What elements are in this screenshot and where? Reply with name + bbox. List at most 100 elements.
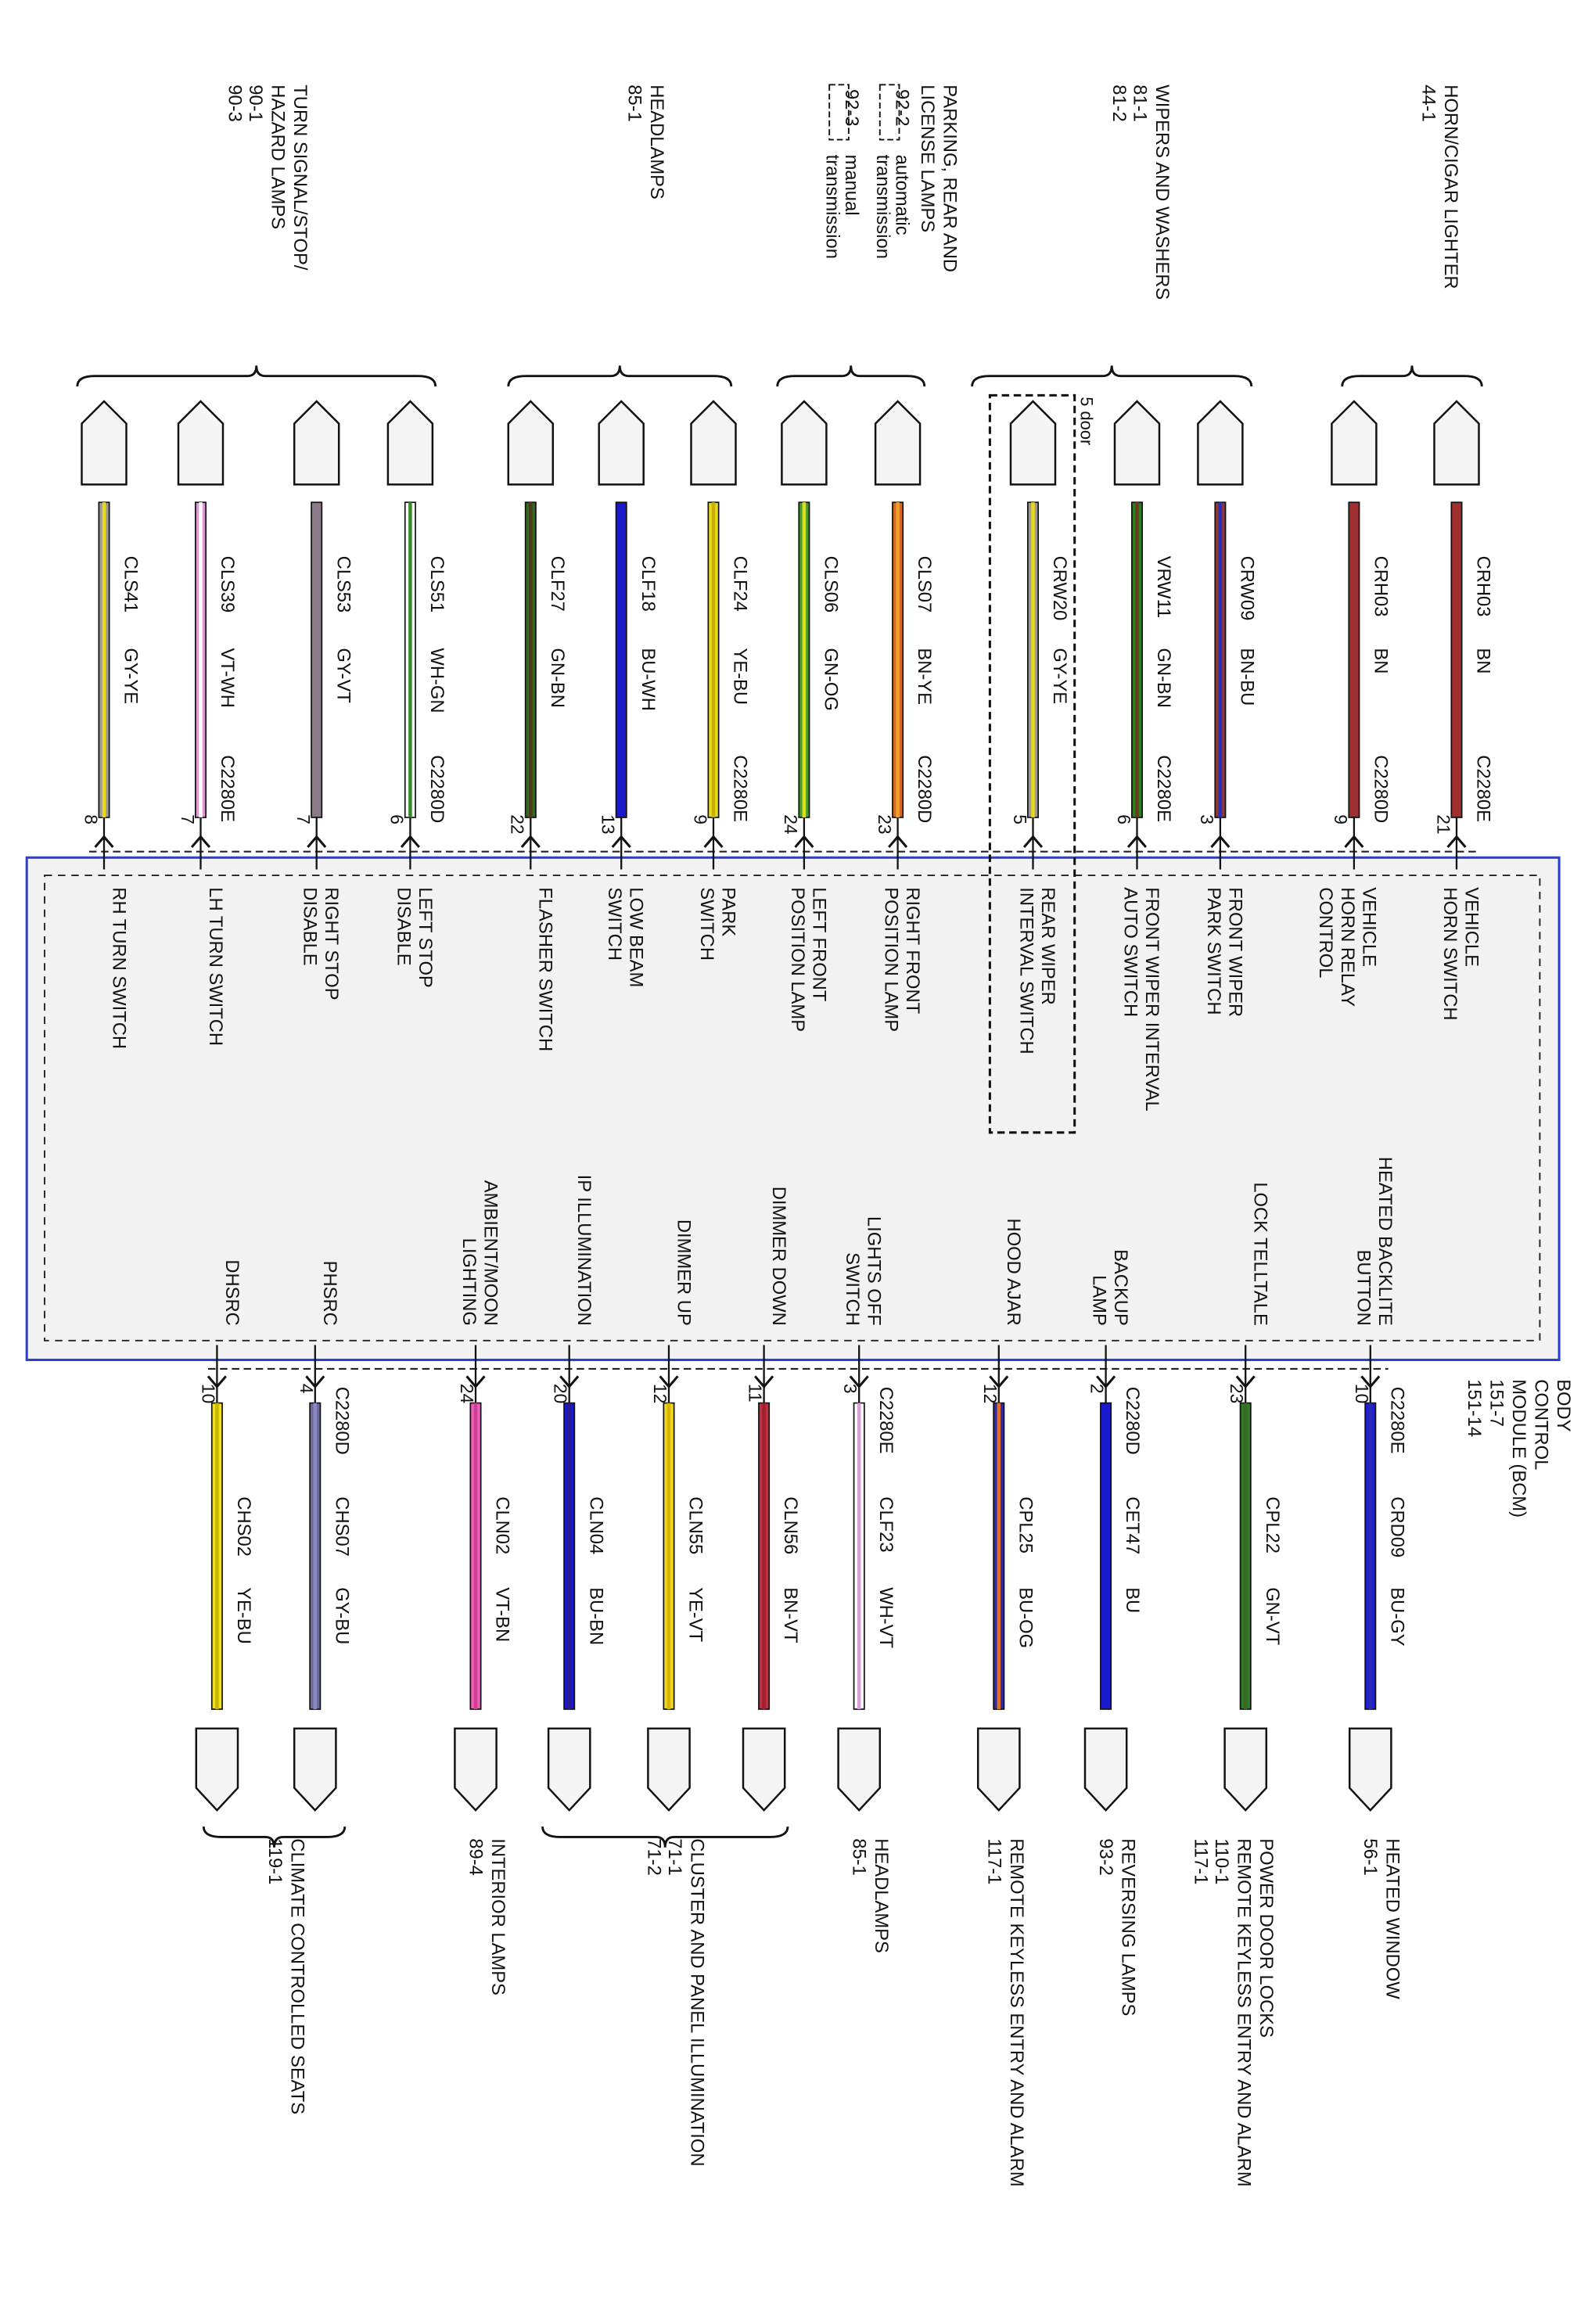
wire-stripe [615, 501, 627, 818]
module-name: CONTROL [1531, 1379, 1552, 1470]
wire-color-label: BU-GY [1386, 1587, 1407, 1646]
pin-number: 4 [296, 1384, 317, 1394]
pin-function-label: PARK [717, 887, 738, 936]
circuit-label: CHS07 [331, 1496, 352, 1557]
circuit-label: CLS39 [217, 556, 238, 613]
pin-arrow [1235, 1375, 1256, 1389]
pin-arrow [754, 1375, 774, 1389]
destination-ref: 71-1 [664, 1838, 685, 1876]
pin-number: 9 [1331, 814, 1351, 824]
pin-arrow [465, 1375, 486, 1389]
wire-stripe [1348, 501, 1360, 818]
wire-color-label: GY-YE [120, 648, 142, 704]
destination-label: HEADLAMPS [871, 1838, 892, 1953]
destination-label: REMOTE KEYLESS ENTRY AND ALARM [1234, 1838, 1255, 2186]
wire-stripe-tracer [408, 502, 412, 817]
pin-function-label: LEFT STOP [415, 887, 436, 987]
destination-ref: 93-2 [1095, 1838, 1116, 1876]
pin-arrow [520, 835, 541, 848]
circuit-label: CLS41 [120, 556, 142, 613]
bcm-module-box [25, 856, 1561, 1362]
wire-stripe-tracer [997, 1403, 1001, 1709]
pin-arrow [1126, 835, 1148, 848]
circuit-label: CLN04 [585, 1496, 606, 1554]
pin-arrow [1446, 835, 1467, 848]
wire-stripe-tracer [215, 1403, 219, 1709]
pin-number: 23 [875, 814, 895, 834]
wire-color-label: GN-VT [1262, 1587, 1283, 1645]
pin-function-label: SWITCH [842, 1252, 863, 1326]
pin-arrow [305, 1375, 325, 1389]
top-connector-terminal [1113, 400, 1161, 486]
wire-color-label: YE-VT [685, 1587, 706, 1642]
option-box-label: 92-3 [841, 89, 862, 127]
top-group-brace-1 [971, 365, 1253, 387]
pin-function-label: IP ILLUMINATION [573, 1175, 595, 1326]
pin-number: 2 [1087, 1384, 1108, 1394]
connector-label: C2280E [1386, 1387, 1407, 1454]
pin-number: 23 [1227, 1384, 1247, 1403]
destination-ref: 85-1 [849, 1838, 870, 1876]
bottom-connector-terminal [837, 1727, 882, 1812]
pin-function-label: BUTTON [1353, 1250, 1374, 1326]
pin-function-label: LOCK TELLTALE [1250, 1182, 1271, 1325]
group-title: LICENSE LAMPS [917, 84, 938, 232]
pin-arrow [207, 1375, 227, 1389]
connector-label: C2280D [426, 755, 447, 823]
pin-function-label: RIGHT STOP [321, 887, 342, 1000]
pin-function-label: DISABLE [393, 887, 414, 965]
pin-arrow [659, 1375, 679, 1389]
top-connector-terminal [293, 400, 340, 486]
top-group-brace-3 [507, 365, 733, 387]
pin-arrow [1022, 835, 1044, 848]
pin-function-label: PHSRC [319, 1261, 340, 1326]
bottom-connector-terminal [293, 1727, 337, 1812]
circuit-label: CRH03 [1473, 556, 1494, 617]
destination-ref: 71-2 [643, 1838, 664, 1876]
pin-function-label: RIGHT FRONT [902, 887, 923, 1014]
group-ref: 81-2 [1108, 84, 1130, 122]
wire-stripe [1100, 1402, 1112, 1710]
wire-color-label: GY-VT [332, 648, 354, 702]
pin-function-label: HORN SWITCH [1439, 887, 1460, 1020]
pin-number: 9 [690, 814, 710, 824]
pin-arrow [1210, 835, 1231, 848]
top-connector-terminal [781, 400, 828, 486]
module-ref: 151-7 [1486, 1379, 1507, 1427]
pin-number: 7 [293, 814, 314, 824]
circuit-label: CLN56 [780, 1496, 801, 1554]
wire-stripe [1450, 501, 1463, 818]
wire-stripe-tracer [1368, 1403, 1373, 1709]
top-connector-terminal [874, 400, 922, 486]
circuit-label: CLF18 [638, 556, 659, 612]
pin-function-label: HOOD AJAR [1003, 1219, 1024, 1326]
destination-label: POWER DOOR LOCKS [1256, 1838, 1277, 2038]
pin-function-label: INTERVAL SWITCH [1015, 887, 1037, 1054]
group-ref: 85-1 [624, 84, 645, 122]
circuit-label: CRH03 [1371, 556, 1392, 617]
wire-stripe [311, 501, 323, 818]
pin-number: 8 [81, 814, 101, 824]
connector-label: C2280E [1473, 755, 1494, 822]
option-note-label: 5 door [1076, 397, 1096, 445]
wire-color-label: BU-WH [638, 648, 659, 710]
circuit-label: CRW09 [1237, 556, 1258, 621]
pin-function-label: DIMMER DOWN [768, 1187, 789, 1326]
group-ref: 81-1 [1130, 84, 1151, 122]
wire-color-label: YE-BU [233, 1587, 254, 1644]
option-label: transmission [872, 155, 893, 259]
pin-arrow [1344, 835, 1364, 848]
